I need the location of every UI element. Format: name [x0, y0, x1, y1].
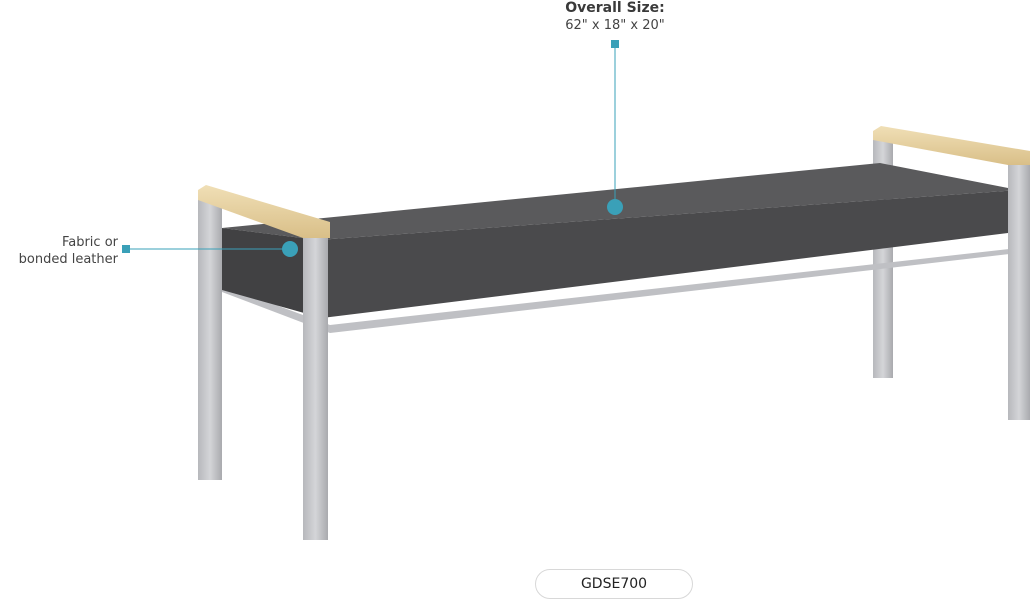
material-line-2: bonded leather: [18, 252, 118, 267]
material-callout-marker: [122, 245, 130, 253]
size-callout-marker: [611, 40, 619, 48]
material-hotspot[interactable]: [282, 241, 298, 257]
overall-size-callout: Overall Size: 62" x 18" x 20": [540, 0, 690, 34]
overall-size-title: Overall Size:: [565, 0, 665, 16]
size-hotspot[interactable]: [607, 199, 623, 215]
model-button[interactable]: GDSE700: [535, 569, 693, 599]
material-line-1: Fabric or: [61, 235, 118, 250]
leg-front-left: [303, 236, 328, 540]
leg-back-left: [198, 195, 222, 480]
armrest-left: [198, 185, 330, 238]
overall-size-value: 62" x 18" x 20": [565, 18, 665, 33]
model-label: GDSE700: [580, 576, 648, 592]
armrest-right: [873, 126, 1030, 165]
seat-front: [318, 190, 1018, 318]
material-callout: Fabric or bonded leather: [0, 234, 118, 268]
leg-front-right: [1008, 160, 1030, 420]
